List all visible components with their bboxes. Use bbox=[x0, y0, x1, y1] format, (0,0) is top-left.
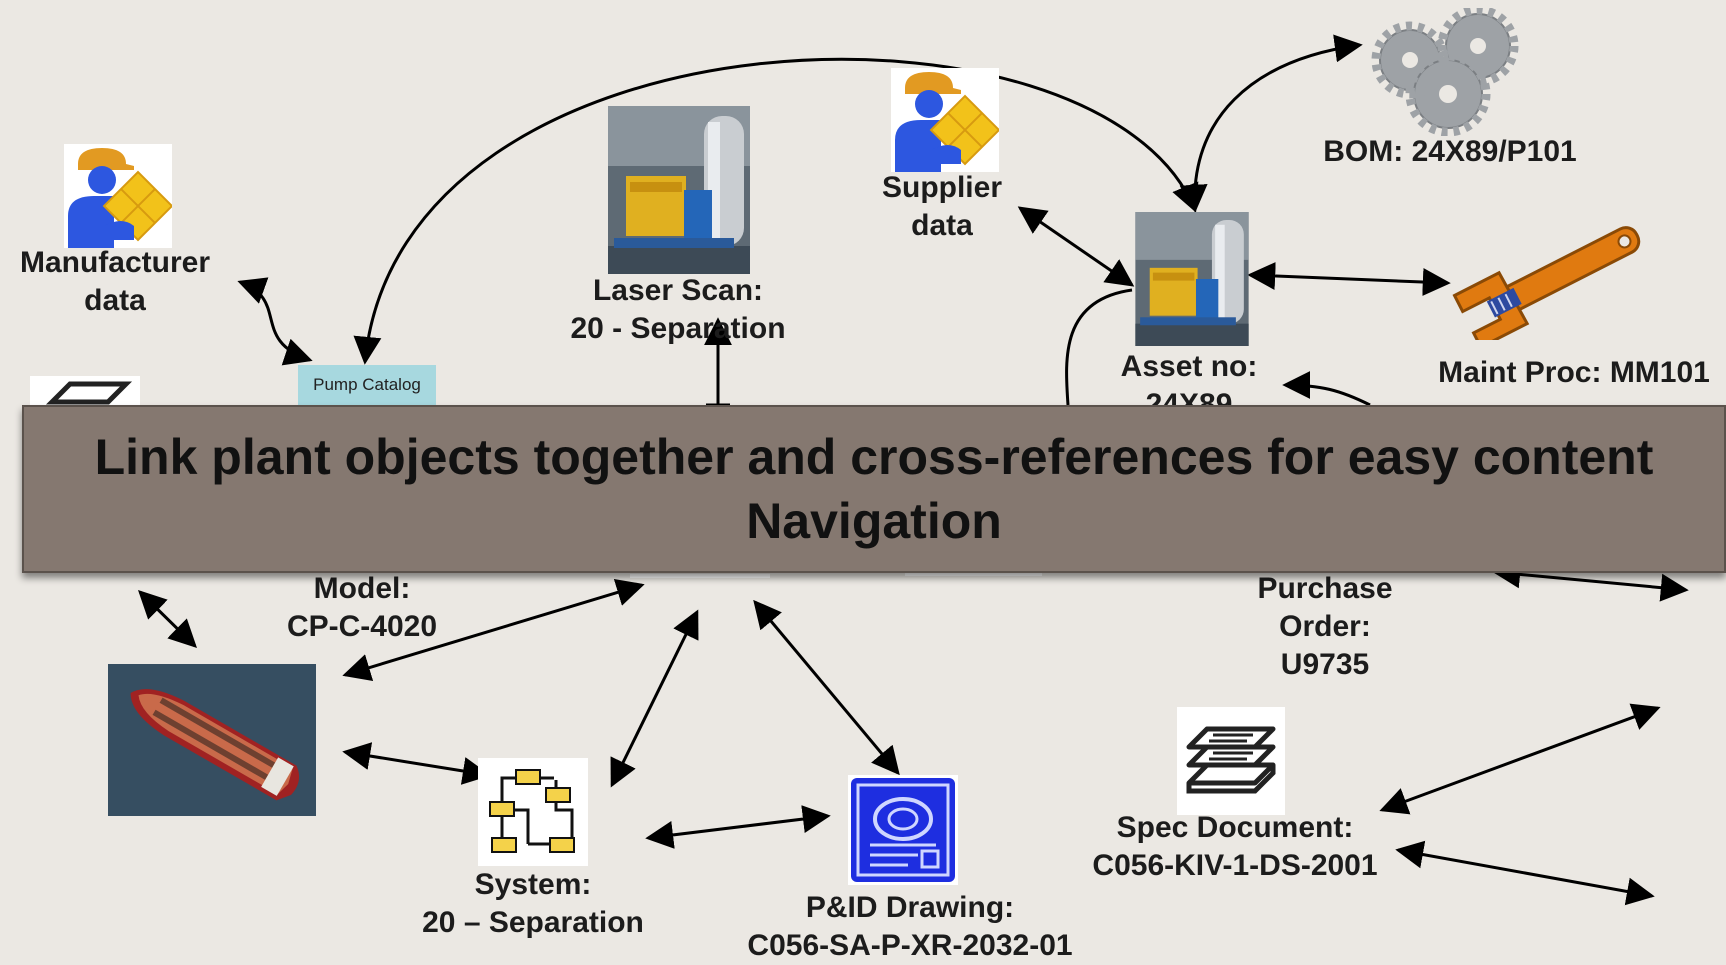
arrow-model-center bbox=[342, 578, 645, 682]
pid-drawing-label-line1: P&ID Drawing: bbox=[805, 891, 1015, 924]
spec-document-label-line1: Spec Document: bbox=[1116, 811, 1354, 844]
arrow-bom-asset bbox=[1179, 34, 1363, 213]
purchase-order-label-line2: Order: bbox=[1279, 610, 1371, 643]
pid-drawing-label: P&ID Drawing: C056-SA-P-XR-2032-01 bbox=[720, 889, 1100, 965]
maint-proc-label-line1: Maint Proc: MM101 bbox=[1438, 356, 1710, 389]
worker-with-box-icon bbox=[64, 144, 172, 248]
laser-scan-label: Laser Scan: 20 - Separation bbox=[550, 272, 806, 348]
laser-scan-label-line1: Laser Scan: bbox=[592, 274, 764, 307]
pid-drawing-label-line2: C056-SA-P-XR-2032-01 bbox=[747, 929, 1073, 962]
arrow-system-pid bbox=[645, 805, 831, 849]
model-label: Model: CP-C-4020 bbox=[262, 570, 462, 646]
spec-document-label: Spec Document: C056-KIV-1-DS-2001 bbox=[1070, 809, 1400, 885]
blueprint-icon bbox=[848, 775, 958, 885]
arrow-purchase-right bbox=[1492, 560, 1689, 602]
arrow-spec-upper bbox=[1379, 703, 1661, 815]
flowchart-icon bbox=[478, 758, 588, 866]
spec-document-label-line2: C056-KIV-1-DS-2001 bbox=[1092, 849, 1378, 882]
system-label-line2: 20 – Separation bbox=[422, 906, 644, 939]
bom-label: BOM: 24X89/P101 bbox=[1310, 133, 1590, 171]
arrow-asset-maint bbox=[1247, 262, 1451, 296]
document-stack-icon bbox=[30, 376, 140, 406]
gears-icon bbox=[1371, 8, 1519, 136]
pump-catalog-tag[interactable]: Pump Catalog bbox=[298, 365, 436, 405]
manufacturer-label-line1: Manufacturer bbox=[19, 246, 211, 279]
banner-text: Link plant objects together and cross-re… bbox=[24, 425, 1724, 553]
supplier-label-line2: data bbox=[911, 209, 973, 242]
pump-photo bbox=[608, 106, 750, 274]
banner-line2: Navigation bbox=[746, 493, 1002, 549]
banner-line1: Link plant objects together and cross-re… bbox=[94, 429, 1654, 485]
system-label-line1: System: bbox=[474, 868, 592, 901]
model-label-line1: Model: bbox=[313, 572, 411, 605]
caption-banner: Link plant objects together and cross-re… bbox=[22, 405, 1726, 573]
arrow-spec-lower bbox=[1395, 840, 1655, 906]
asset-label-line1: Asset no: bbox=[1120, 350, 1258, 383]
supplier-label: Supplier data bbox=[862, 169, 1022, 245]
arrow-vessel-system bbox=[342, 742, 491, 785]
supplier-label-line1: Supplier bbox=[881, 171, 1002, 204]
purchase-order-label: Purchase Order: U9735 bbox=[1235, 570, 1415, 684]
model-label-line2: CP-C-4020 bbox=[286, 610, 438, 643]
system-label: System: 20 – Separation bbox=[398, 866, 668, 942]
pump-photo bbox=[1135, 212, 1249, 346]
arrow-vessel-left bbox=[138, 590, 197, 648]
wrench-icon bbox=[1452, 226, 1641, 340]
worker-with-box-icon bbox=[891, 68, 999, 172]
document-stack-icon bbox=[1177, 707, 1285, 815]
manufacturer-label: Manufacturer data bbox=[10, 244, 220, 320]
arrow-manufacturer-catalog bbox=[237, 277, 313, 366]
ship-photo bbox=[108, 664, 316, 816]
arrow-system-center bbox=[610, 609, 699, 788]
purchase-order-label-line3: U9735 bbox=[1280, 648, 1370, 681]
arrow-catalog-asset bbox=[353, 57, 1199, 365]
purchase-order-label-line1: Purchase bbox=[1257, 572, 1393, 605]
manufacturer-label-line2: data bbox=[84, 284, 146, 317]
maint-proc-label: Maint Proc: MM101 bbox=[1424, 354, 1724, 392]
laser-scan-label-line2: 20 - Separation bbox=[570, 312, 786, 345]
arrow-asset-curve bbox=[1065, 288, 1133, 406]
arrow-asset-purchase bbox=[1282, 371, 1371, 407]
arrow-center-pid bbox=[753, 599, 900, 776]
arrow-supplier-asset bbox=[1017, 206, 1135, 287]
bom-label-line1: BOM: 24X89/P101 bbox=[1323, 135, 1577, 168]
